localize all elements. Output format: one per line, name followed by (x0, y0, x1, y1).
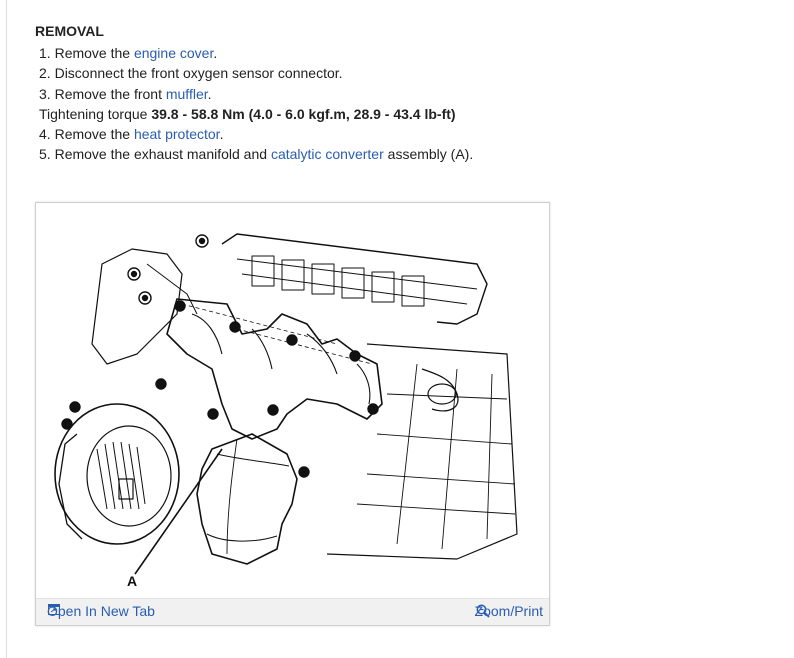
step-text: Remove the (54, 45, 134, 61)
step-text: Remove the front (54, 85, 166, 102)
step-number: 1. (39, 45, 51, 61)
manifold-outline (166, 298, 383, 440)
step-4: 4. Remove the heat protector. (35, 124, 775, 144)
engine-cover-link[interactable]: engine cover (133, 45, 214, 61)
step-text: Remove the exhaust manifold and (54, 146, 271, 163)
tightening-torque: Tightening torque 39.8 - 58.8 Nm (4.0 - … (35, 104, 775, 124)
open-in-new-tab-link[interactable]: Open In New Tab (47, 603, 155, 619)
heat-protector-link[interactable]: heat protector (133, 126, 220, 143)
step-1: 1. Remove the engine cover. (35, 43, 775, 63)
zoom-print-link[interactable]: Zoom/Print (475, 603, 543, 619)
section-heading: REMOVAL (35, 23, 104, 39)
callout-label: A (127, 573, 137, 589)
removal-section: REMOVAL 1. Remove the engine cover. 2. D… (35, 22, 775, 165)
manifold-bolts (69, 300, 379, 478)
step-5: 5. Remove the exhaust manifold and catal… (35, 144, 775, 164)
step-text: Remove the (54, 126, 134, 143)
step-text-end: . (207, 85, 212, 102)
catalytic-converter-link[interactable]: catalytic converter (270, 146, 384, 163)
intake-outline (221, 233, 488, 325)
steps-list: 1. Remove the engine cover. 2. Disconnec… (35, 43, 775, 165)
figure-toolbar: Open In New Tab Zoom/Print (36, 598, 549, 625)
step-text-end: assembly (A). (383, 146, 474, 163)
step-number: 4. (39, 126, 51, 143)
torque-label: Tightening torque (39, 105, 152, 122)
step-2: 2. Disconnect the front oxygen sensor co… (35, 63, 775, 83)
exhaust-manifold-figure: A Open In New Tab Zoom/Print (35, 202, 550, 626)
muffler-link[interactable]: muffler (165, 85, 208, 102)
callout-line (134, 448, 223, 575)
zoom-icon (476, 604, 490, 618)
torque-value: 39.8 - 58.8 Nm (4.0 - 6.0 kgf.m, 28.9 - … (151, 105, 456, 122)
zoom-print-label: Zoom/Print (474, 603, 543, 619)
alternator (54, 403, 180, 545)
step-number: 2. (39, 65, 51, 82)
catalytic-converter (196, 433, 298, 565)
step-text-end: . (213, 45, 218, 61)
step-number: 5. (39, 146, 51, 163)
left-divider (6, 0, 7, 658)
step-text: Disconnect the front oxygen sensor conne… (54, 65, 343, 82)
open-tab-icon (48, 604, 60, 615)
step-3: 3. Remove the front muffler. (35, 84, 775, 104)
step-number: 3. (39, 85, 51, 102)
engine-illustration: A (54, 233, 518, 589)
open-tab-label: Open In New Tab (47, 603, 155, 619)
step-text-end: . (219, 126, 224, 143)
